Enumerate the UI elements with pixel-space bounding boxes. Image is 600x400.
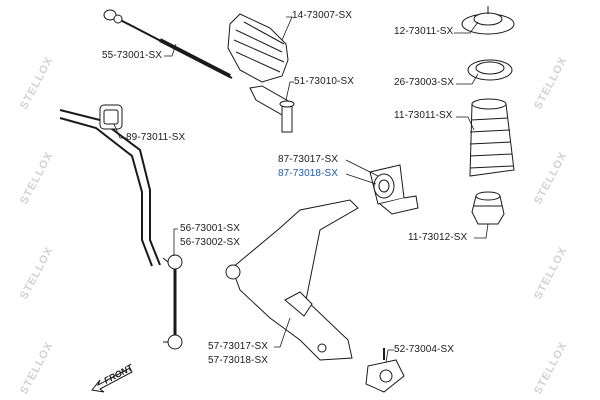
svg-text:STELLOX: STELLOX (532, 245, 570, 302)
stabilizer-bar-part (59, 104, 161, 267)
watermark-right: STELLOX STELLOX STELLOX STELLOX (532, 55, 570, 397)
tie-rod-end-part (249, 85, 295, 133)
rack-boot-part (227, 13, 289, 83)
watermark-left: STELLOX STELLOX STELLOX STELLOX (18, 55, 56, 397)
svg-text:STELLOX: STELLOX (532, 55, 570, 112)
lower-control-arm-part (225, 199, 359, 361)
front-label: FRONT (102, 362, 135, 386)
part-code-label[interactable]: 51-73010-SX (294, 76, 355, 87)
stabilizer-link-part (162, 254, 183, 350)
svg-text:STELLOX: STELLOX (18, 150, 56, 207)
ball-joint-part (365, 348, 405, 393)
part-code-label[interactable]: 56-73002-SX (180, 237, 241, 248)
front-arrow-icon (91, 367, 133, 393)
part-code-label[interactable]: 26-73003-SX (394, 77, 455, 88)
part-code-label[interactable]: 57-73018-SX (208, 355, 269, 366)
bump-stop-part (471, 191, 505, 225)
part-code-label[interactable]: 11-73011-SX (394, 110, 453, 121)
part-code-label[interactable]: 89-73011-SX (126, 132, 186, 143)
part-code-label[interactable]: 87-73017-SX (278, 154, 339, 165)
svg-text:STELLOX: STELLOX (18, 245, 56, 302)
part-code-label[interactable]: 14-73007-SX (292, 10, 353, 21)
part-code-label[interactable]: 56-73001-SX (180, 223, 241, 234)
part-code-label-highlighted[interactable]: 87-73018-SX (278, 168, 339, 179)
strut-mount-part (461, 6, 515, 35)
tie-rod-part (103, 9, 233, 79)
part-code-label[interactable]: 11-73012-SX (408, 232, 468, 243)
part-code-label[interactable]: 52-73004-SX (394, 344, 455, 355)
leader-lines (113, 16, 489, 363)
part-code-label[interactable]: 55-73001-SX (102, 50, 163, 61)
svg-text:STELLOX: STELLOX (532, 340, 570, 397)
part-code-label[interactable]: 57-73017-SX (208, 341, 269, 352)
arm-bushing-part (369, 164, 419, 215)
part-code-label[interactable]: 12-73011-SX (394, 26, 454, 37)
svg-text:STELLOX: STELLOX (18, 340, 56, 397)
dust-boot-part (469, 98, 515, 177)
svg-text:STELLOX: STELLOX (18, 55, 56, 112)
strut-bearing-part (467, 59, 513, 81)
svg-text:STELLOX: STELLOX (532, 150, 570, 207)
